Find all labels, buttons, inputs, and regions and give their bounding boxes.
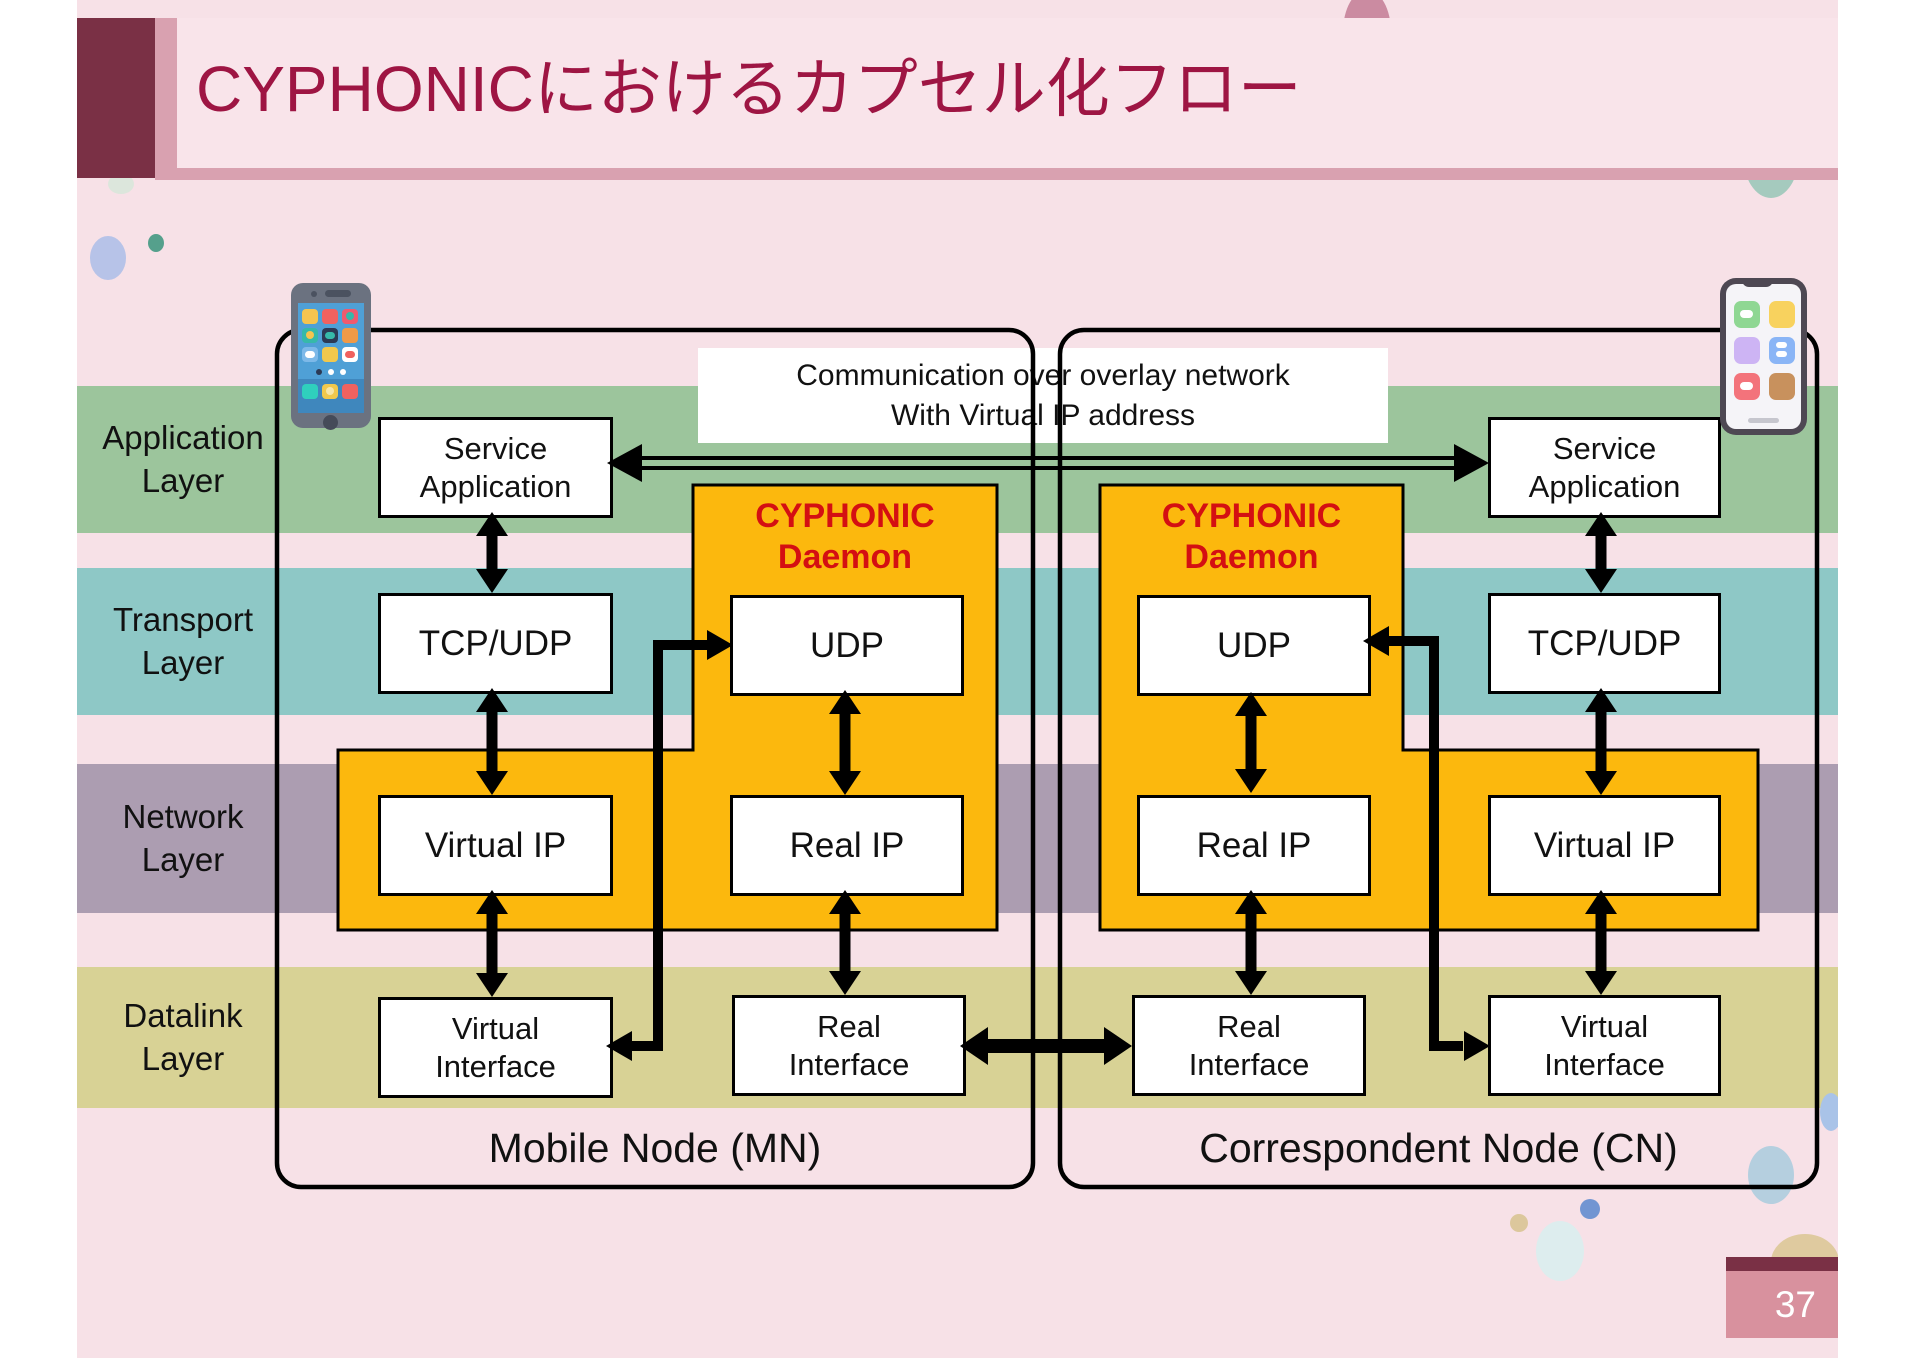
decor-dot [1580, 1199, 1600, 1219]
cn-service-tcp-arrow [1585, 512, 1617, 593]
mn-service-tcp-arrow [476, 512, 508, 593]
overlay-communication-arrow [607, 444, 1489, 482]
cn-udp-virtualiface-elbow-arrow [1363, 626, 1490, 1061]
phone-speaker [325, 290, 351, 297]
cn-tcp-virtualip-arrow [1585, 688, 1617, 795]
decor-dot [1820, 1093, 1838, 1131]
smartphone-icon [1720, 278, 1807, 435]
mn-udp-realip-arrow [829, 690, 861, 795]
page-number-accent-bar [1726, 1257, 1838, 1271]
phone-home-bar [1748, 418, 1779, 423]
mobile-node-label: Mobile Node (MN) [488, 1125, 822, 1171]
correspondent-node-label: Correspondent Node (CN) [1199, 1125, 1678, 1171]
real-interface-link-arrow [960, 1027, 1132, 1065]
cn-virtual-ip-box: Virtual IP [1488, 795, 1721, 896]
page-title: CYPHONICにおけるカプセル化フロー [196, 53, 1302, 125]
mn-udp-box: UDP [730, 595, 964, 696]
mn-tcp-udp-box: TCP/UDP [378, 593, 613, 694]
page-number: 37 [1726, 1271, 1838, 1338]
decor-dot [148, 234, 164, 252]
decor-dot [1510, 1214, 1528, 1232]
decor-dot [90, 236, 126, 280]
phone-screen [1726, 284, 1801, 429]
phone-camera [311, 291, 317, 297]
smartphone-icon [291, 283, 371, 430]
cn-tcp-udp-box: TCP/UDP [1488, 593, 1721, 694]
cn-udp-realip-arrow [1235, 692, 1267, 793]
cn-udp-box: UDP [1137, 595, 1371, 696]
decor-dot [108, 174, 134, 194]
mobile-node-outline [274, 327, 1036, 1190]
mn-udp-virtualiface-elbow-arrow [606, 630, 733, 1061]
mn-virtualip-virtualiface-arrow [476, 890, 508, 997]
cn-realip-realiface-arrow [1235, 890, 1267, 995]
cn-virtualip-virtualiface-arrow [1585, 890, 1617, 995]
decor-dot [1536, 1221, 1584, 1281]
decor-dot [1748, 1146, 1794, 1204]
title-accent-block [77, 18, 155, 178]
phone-screen [298, 303, 364, 413]
title-band [177, 18, 1838, 168]
mn-realip-realiface-arrow [829, 890, 861, 995]
mn-tcp-virtualip-arrow [476, 688, 508, 795]
phone-notch [1742, 278, 1773, 287]
mn-virtual-ip-box: Virtual IP [378, 795, 613, 896]
phone-home-button [323, 415, 338, 430]
correspondent-node-outline [1057, 327, 1820, 1190]
